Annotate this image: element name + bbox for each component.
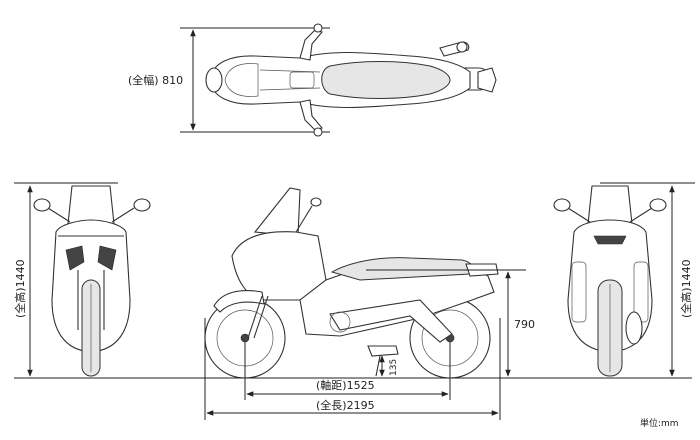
rear-view-body (553, 185, 667, 377)
rear-view: (全高)1440 (553, 182, 695, 377)
front-view-body (33, 185, 151, 377)
front-view: (全高)1440 (13, 182, 151, 377)
unit-note: 単位:mm (640, 417, 679, 429)
top-view: (全幅) 810 (128, 23, 497, 137)
overall-length-label: (全長)2195 (316, 398, 375, 412)
front-height-label: (全高)1440 (13, 259, 27, 318)
seat-height-value: 790 (514, 318, 535, 331)
rear-height-label: (全高)1440 (679, 259, 693, 318)
ground-clearance-value: 135 (389, 359, 399, 376)
side-view: 790 135 (軸距)1525 (全長)2195 (204, 187, 535, 420)
width-label: (全幅) 810 (128, 73, 183, 87)
wheelbase-label: (軸距)1525 (316, 378, 375, 392)
side-view-body (204, 187, 499, 379)
top-view-body (205, 23, 497, 137)
